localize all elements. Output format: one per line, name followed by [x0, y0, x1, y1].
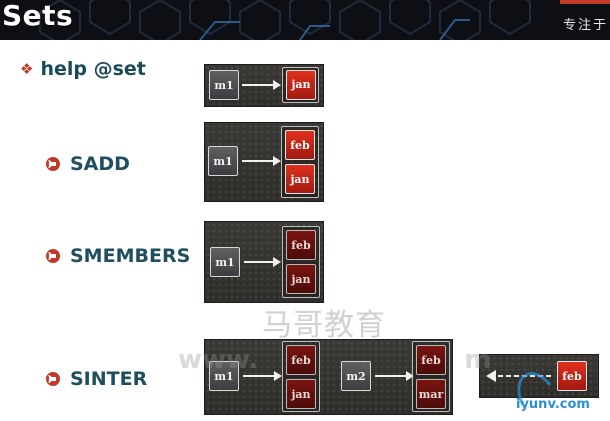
arrow-head-icon [273, 156, 281, 166]
set-box: feb jan [282, 226, 320, 298]
watermark-url: www. m [178, 345, 491, 375]
member-feb: feb [416, 345, 446, 375]
diagram-sinter: m1 feb jan m2 feb mar [204, 339, 453, 415]
watermark-text: 马哥教育 [262, 308, 386, 343]
member-feb: feb [285, 130, 315, 160]
bullet-sadd: SADD [46, 153, 130, 175]
arrow-head-icon [273, 80, 281, 90]
diamond-bullet-icon: ❖ [20, 60, 34, 78]
arrow-line [243, 375, 275, 377]
member-feb: feb [286, 230, 316, 260]
arrow-line [242, 160, 274, 162]
arrow-head-icon [274, 371, 282, 381]
member-mar: mar [416, 379, 446, 409]
site-logo: iyunv.com [516, 397, 590, 412]
header-band: Sets 专注于 [0, 0, 610, 40]
member-feb: feb [286, 345, 316, 375]
arrow-head-icon [273, 257, 281, 267]
member-jan: jan [286, 69, 316, 100]
tagline: 专注于 [562, 18, 608, 33]
set-box: feb jan [282, 341, 320, 412]
hexagon-pattern [39, 0, 531, 40]
key-m1: m1 [210, 247, 240, 277]
page-title: Sets [2, 0, 74, 32]
key-m1: m1 [209, 361, 239, 391]
arrow-line [375, 375, 407, 377]
set-box: jan [282, 67, 319, 103]
arrow-head-icon [406, 371, 414, 381]
diagram-sinter-result: feb [479, 354, 599, 398]
tagline-accent [560, 0, 610, 4]
bullet-sinter-label: SINTER [70, 368, 148, 390]
diagram-sadd: m1 feb jan [204, 122, 324, 202]
diagram-help-set: m1 jan [204, 64, 324, 107]
key-m1: m1 [209, 70, 239, 100]
diagram-smembers: m1 feb jan [204, 221, 324, 303]
member-jan: jan [286, 379, 316, 409]
bullet-sadd-label: SADD [70, 153, 130, 175]
bullet-help-set: ❖ help @set [20, 58, 146, 80]
member-feb: feb [557, 361, 587, 391]
site-logo-icon [517, 372, 552, 406]
arrow-bullet-icon [46, 249, 60, 263]
key-m1: m1 [208, 146, 238, 176]
member-jan: jan [285, 164, 315, 194]
arrow-line [242, 84, 274, 86]
member-jan: jan [286, 264, 316, 294]
set-box: feb jan [281, 126, 319, 198]
set-box: feb mar [412, 341, 450, 412]
key-m2: m2 [341, 361, 371, 391]
watermark-url-tail: m [464, 345, 492, 375]
arrow-line [244, 261, 274, 263]
watermark-url-head: www. [178, 345, 259, 375]
bullet-smembers-label: SMEMBERS [70, 245, 191, 267]
bullet-sinter: SINTER [46, 368, 147, 390]
bullet-smembers: SMEMBERS [46, 245, 190, 267]
arrow-bullet-icon [46, 157, 60, 171]
arrow-bullet-icon [46, 372, 60, 386]
bullet-help-set-label: help @set [40, 58, 146, 80]
